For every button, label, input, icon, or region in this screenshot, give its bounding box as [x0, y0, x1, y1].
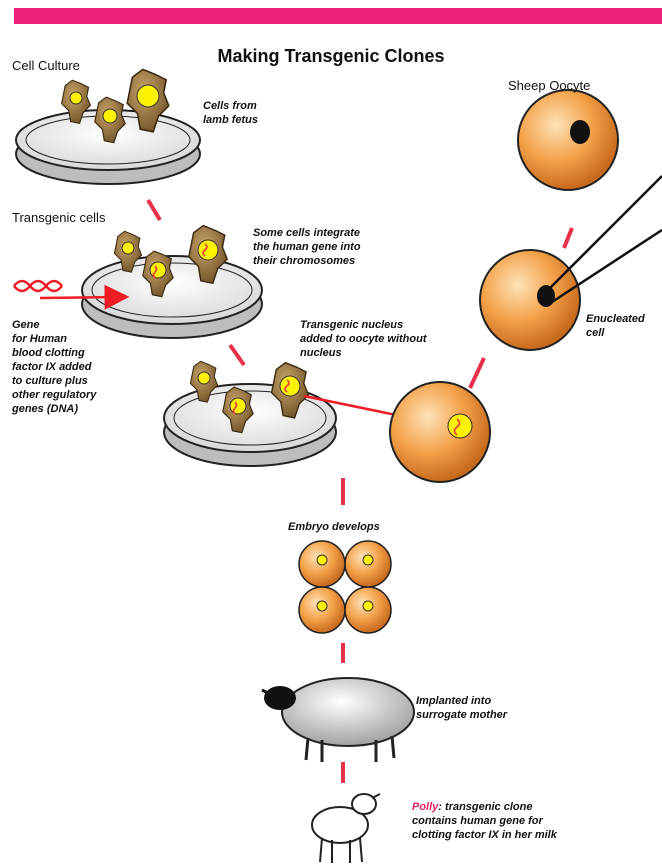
label-implanted: Implanted into surrogate mother: [416, 694, 507, 722]
label-gene: Gene for Human blood clotting factor IX …: [12, 318, 96, 416]
embryo: [299, 541, 391, 633]
petri-dish-1: [16, 69, 200, 184]
label-integrate: Some cells integrate the human gene into…: [253, 226, 361, 268]
polly-name: Polly: [412, 801, 438, 813]
surrogate-sheep: [262, 678, 414, 762]
sheep-oocyte: [518, 90, 618, 190]
dna-gene-icon: [14, 281, 62, 291]
gene-arrow: [40, 297, 122, 298]
label-transgenic-cells: Transgenic cells: [12, 210, 105, 225]
transgenic-oocyte: [390, 382, 490, 482]
label-polly: Polly: transgenic clone contains human g…: [412, 800, 557, 842]
petri-dish-3: [164, 361, 336, 466]
label-embryo: Embryo develops: [288, 520, 380, 534]
petri-dish-2: [82, 226, 262, 338]
label-cell-culture: Cell Culture: [12, 58, 80, 73]
label-sheep-oocyte: Sheep Oocyte: [508, 78, 590, 93]
label-cells-from-lamb: Cells from lamb fetus: [203, 99, 258, 127]
diagram-title: Making Transgenic Clones: [0, 46, 662, 67]
polly-lamb: [312, 794, 380, 863]
top-banner-bar: [14, 8, 662, 24]
label-enucleated: Enucleated cell: [586, 312, 645, 340]
label-nucleus-added: Transgenic nucleus added to oocyte witho…: [300, 318, 427, 360]
